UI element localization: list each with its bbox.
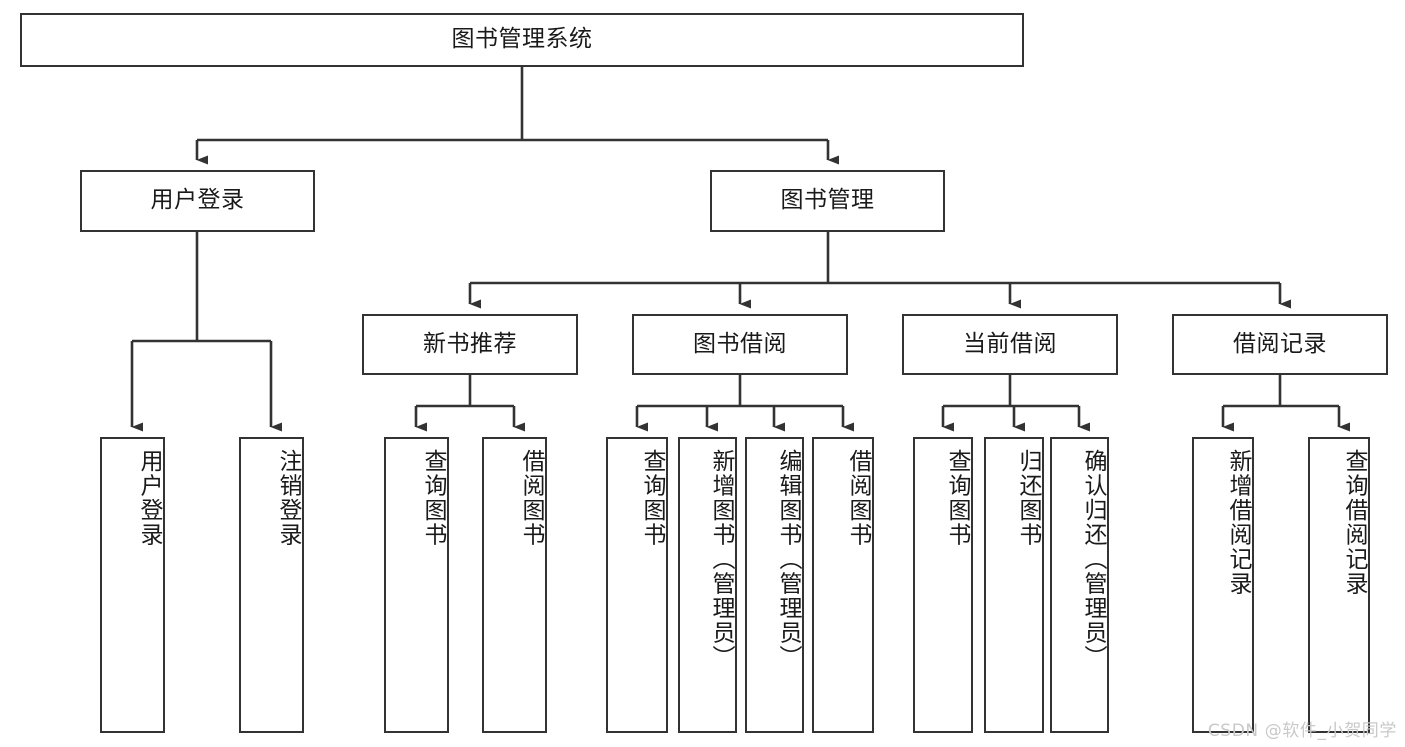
leaf-add-borrow-record-label: 新增借阅记录: [1225, 449, 1251, 596]
leaf-edit-book-admin-label: 编辑图书（管理员）: [775, 449, 801, 670]
node-new-book-recommend[interactable]: 新书推荐: [362, 314, 578, 375]
leaf-add-borrow-record[interactable]: 新增借阅记录: [1192, 437, 1254, 733]
leaf-add-book-admin[interactable]: 新增图书（管理员）: [678, 437, 737, 733]
leaf-return-book[interactable]: 归还图书: [984, 437, 1044, 733]
leaf-borrow-book-label: 借阅图书: [845, 449, 871, 547]
leaf-query-borrow-record-label: 查询借阅记录: [1341, 449, 1367, 596]
leaf-newbook-borrow-book[interactable]: 借阅图书: [482, 437, 547, 733]
leaf-edit-book-admin[interactable]: 编辑图书（管理员）: [745, 437, 804, 733]
node-book-management-label: 图书管理: [780, 187, 875, 214]
leaf-confirm-return-admin[interactable]: 确认归还（管理员）: [1050, 437, 1109, 733]
leaf-newbook-borrow-book-label: 借阅图书: [518, 449, 544, 547]
leaf-current-query-book-label: 查询图书: [944, 449, 970, 547]
node-current-borrow-label: 当前借阅: [963, 330, 1057, 357]
node-user-login-label: 用户登录: [150, 187, 245, 214]
node-borrow-record-label: 借阅记录: [1233, 330, 1327, 357]
leaf-newbook-query-book-label: 查询图书: [420, 449, 446, 547]
leaf-borrow-query-book-label: 查询图书: [639, 449, 665, 547]
leaf-confirm-return-admin-label: 确认归还（管理员）: [1080, 449, 1106, 670]
node-root-label: 图书管理系统: [451, 26, 593, 53]
node-borrow-record[interactable]: 借阅记录: [1172, 314, 1388, 375]
leaf-return-book-label: 归还图书: [1015, 449, 1041, 547]
node-root[interactable]: 图书管理系统: [20, 13, 1024, 67]
node-book-management[interactable]: 图书管理: [710, 170, 945, 232]
leaf-borrow-query-book[interactable]: 查询图书: [606, 437, 668, 733]
leaf-query-borrow-record[interactable]: 查询借阅记录: [1308, 437, 1370, 733]
leaf-current-query-book[interactable]: 查询图书: [913, 437, 973, 733]
leaf-add-book-admin-label: 新增图书（管理员）: [708, 449, 734, 670]
leaf-user-login-label: 用户登录: [136, 449, 162, 547]
node-book-borrow[interactable]: 图书借阅: [632, 314, 848, 375]
node-new-book-recommend-label: 新书推荐: [423, 330, 517, 357]
node-book-borrow-label: 图书借阅: [693, 330, 787, 357]
node-user-login[interactable]: 用户登录: [80, 170, 315, 232]
node-current-borrow[interactable]: 当前借阅: [902, 314, 1118, 375]
leaf-logout[interactable]: 注销登录: [239, 437, 304, 733]
leaf-newbook-query-book[interactable]: 查询图书: [384, 437, 449, 733]
leaf-user-login[interactable]: 用户登录: [100, 437, 165, 733]
leaf-borrow-book[interactable]: 借阅图书: [812, 437, 874, 733]
leaf-logout-label: 注销登录: [275, 449, 301, 547]
